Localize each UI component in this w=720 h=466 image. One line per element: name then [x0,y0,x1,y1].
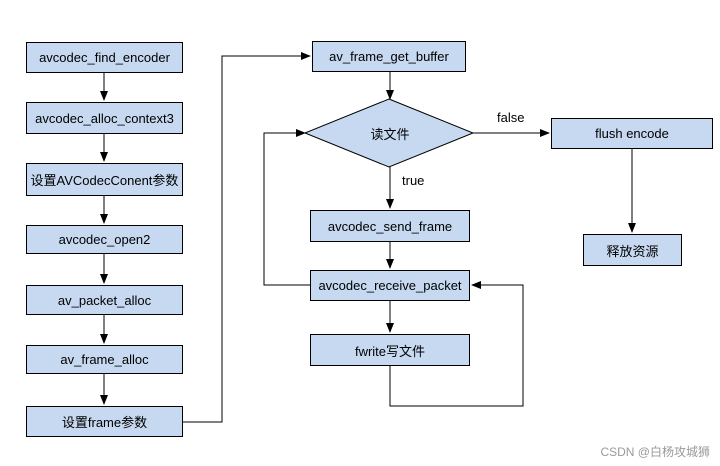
node-av-frame-alloc: av_frame_alloc [26,345,183,374]
node-av-packet-alloc: av_packet_alloc [26,285,183,315]
arrow-fwrite-to-receive [389,281,524,407]
node-avcodec-find-encoder: avcodec_find_encoder [26,42,183,73]
node-set-frame-params: 设置frame参数 [26,406,183,437]
csdn-watermark: CSDN @白杨攻城狮 [600,445,710,459]
edge-label-false: false [497,110,525,125]
node-fwrite-file: fwrite写文件 [310,334,470,366]
arrow-setframe-to-getbuffer [183,52,311,423]
node-avcodec-alloc-context3: avcodec_alloc_context3 [26,102,183,134]
decision-read-file-shape [303,98,475,168]
edge-label-true: true [402,173,425,188]
node-flush-encode: flush encode [551,118,713,149]
node-release-resources: 释放资源 [583,234,682,266]
node-avcodec-open2: avcodec_open2 [26,225,183,254]
node-set-codec-context-params: 设置AVCodecConent参数 [26,163,183,196]
node-av-frame-get-buffer: av_frame_get_buffer [312,41,466,72]
arrow-receive-to-read [263,129,310,286]
node-avcodec-receive-packet: avcodec_receive_packet [310,270,470,301]
node-avcodec-send-frame: avcodec_send_frame [310,210,470,242]
decision-read-file-label: 读文件 [370,126,410,142]
